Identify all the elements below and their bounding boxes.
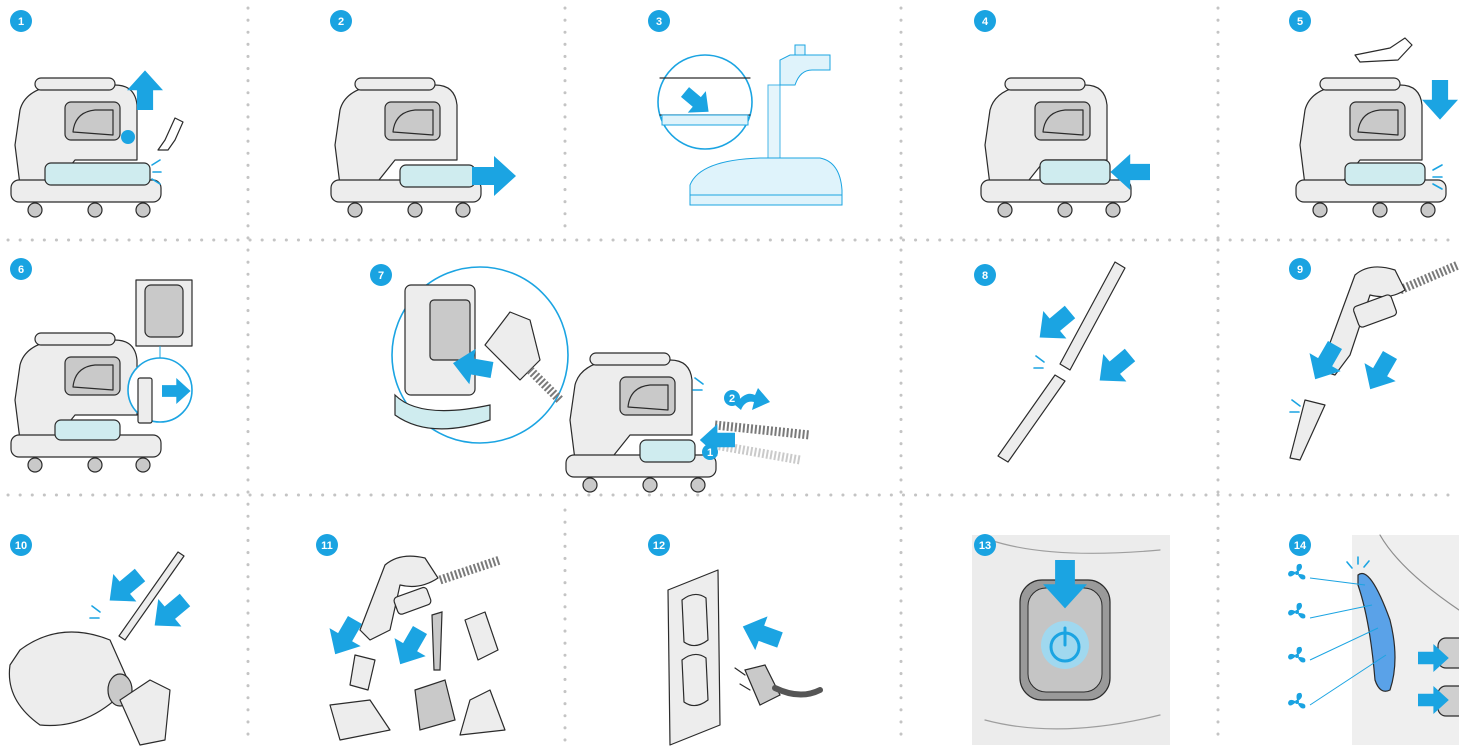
- fan-speed-4-icon: [1288, 693, 1305, 709]
- step-badge-14: 14: [1289, 534, 1311, 556]
- step-badge-3: 3: [648, 10, 670, 32]
- step-4-panel: 4: [974, 10, 1150, 217]
- step-number-2: 2: [338, 16, 344, 28]
- open-hose-port-icon: [11, 280, 192, 472]
- step-number-9: 9: [1297, 264, 1303, 276]
- step-11-panel: 11: [316, 534, 505, 740]
- step-9-panel: 9: [1289, 258, 1458, 460]
- step-number-6: 6: [18, 264, 24, 276]
- step-badge-7: 7: [370, 264, 392, 286]
- step-number-1: 1: [18, 16, 24, 28]
- step-number-10: 10: [15, 540, 27, 552]
- fan-speed-3-icon: [1288, 647, 1305, 663]
- step-badge-6: 6: [10, 258, 32, 280]
- step-badge-8: 8: [974, 264, 996, 286]
- step-13-panel: 13: [972, 534, 1170, 745]
- attach-accessory-tool-icon: [320, 556, 505, 740]
- step-2-panel: 2: [330, 10, 516, 217]
- step-1-panel: 1: [10, 10, 183, 217]
- step-7-panel: 7 1 2: [370, 264, 810, 492]
- step-number-14: 14: [1294, 540, 1307, 552]
- remove-water-tank-icon: [331, 78, 516, 217]
- step-10-panel: 10: [9, 534, 196, 745]
- assemble-wand-icon: [998, 262, 1142, 462]
- step-14-panel: 14: [1288, 534, 1459, 745]
- step-number-4: 4: [982, 16, 989, 28]
- step-badge-4: 4: [974, 10, 996, 32]
- step-badge-1: 1: [10, 10, 32, 32]
- step-badge-11: 11: [316, 534, 338, 556]
- step-3-panel: 3: [648, 10, 842, 205]
- close-lid-icon: [1296, 38, 1458, 217]
- insert-water-tank-icon: [981, 78, 1150, 217]
- plug-into-outlet-icon: [668, 570, 820, 745]
- step-badge-13: 13: [974, 534, 996, 556]
- step-badge-12: 12: [648, 534, 670, 556]
- step-number-7: 7: [378, 270, 384, 282]
- attach-floor-nozzle-icon: [9, 552, 196, 745]
- step-8-panel: 8: [974, 262, 1142, 462]
- fan-speed-2-icon: [1288, 603, 1305, 619]
- fill-water-tank-icon: [658, 45, 842, 205]
- step-12-panel: 12: [648, 534, 820, 745]
- step-badge-9: 9: [1289, 258, 1311, 280]
- step-badge-10: 10: [10, 534, 32, 556]
- step-badge-5: 5: [1289, 10, 1311, 32]
- step-6-panel: 6: [10, 258, 192, 472]
- attach-handle-to-wand-icon: [1290, 265, 1458, 460]
- step-number-13: 13: [979, 540, 991, 552]
- connect-hose-icon: 1 2: [392, 267, 810, 492]
- fan-speed-1-icon: [1288, 564, 1305, 580]
- callout-1: 1: [707, 447, 713, 459]
- step-number-5: 5: [1297, 16, 1303, 28]
- step-badge-2: 2: [330, 10, 352, 32]
- step-number-3: 3: [656, 16, 662, 28]
- press-power-button-icon: [1020, 560, 1110, 700]
- step-5-panel: 5: [1289, 10, 1458, 217]
- step-number-11: 11: [321, 540, 333, 552]
- step-number-12: 12: [653, 540, 665, 552]
- step-number-8: 8: [982, 270, 988, 282]
- callout-2: 2: [729, 393, 735, 405]
- lift-lid-icon: [11, 70, 183, 217]
